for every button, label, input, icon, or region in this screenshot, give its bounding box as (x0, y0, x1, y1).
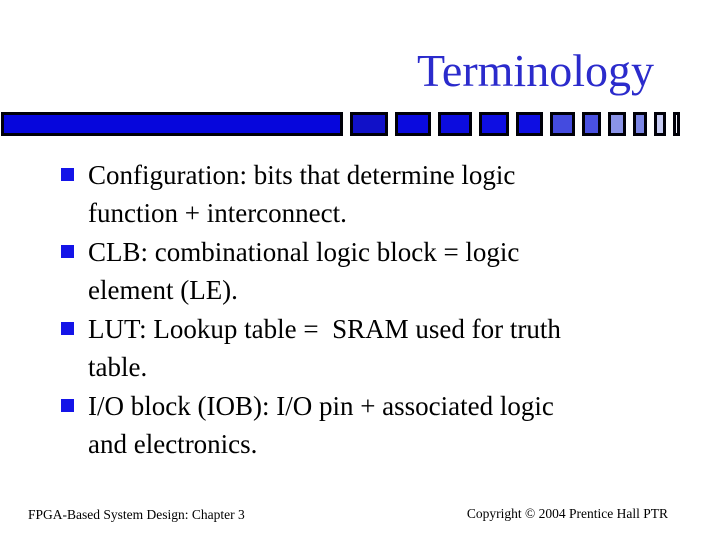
bar-segment (438, 112, 472, 136)
footer-left: FPGA-Based System Design: Chapter 3 (28, 507, 245, 522)
bar-segment (516, 112, 543, 136)
bar-segment (633, 112, 647, 136)
square-bullet-icon (61, 245, 74, 258)
decorative-bar (1, 112, 680, 136)
bar-segment (1, 112, 343, 136)
bar-segment (550, 112, 575, 136)
bullet-text-line: LUT: Lookup table = SRAM used for truth (88, 314, 561, 344)
bullet-item: I/O block (IOB): I/O pin + associated lo… (0, 387, 700, 463)
bullet-item: CLB: combinational logic block = logic el… (0, 233, 700, 309)
slide-title: Terminology (417, 45, 654, 96)
bullet-text-line: and electronics. (88, 429, 258, 459)
footer-right: Copyright © 2004 Prentice Hall PTR (466, 506, 668, 521)
bar-segment (395, 112, 431, 136)
bullet-text-line: CLB: combinational logic block = logic (88, 237, 520, 267)
bullet-text-line: I/O block (IOB): I/O pin + associated lo… (88, 391, 554, 421)
square-bullet-icon (61, 322, 74, 335)
bullet-item: LUT: Lookup table = SRAM used for truth t… (0, 310, 700, 386)
bullet-item: Configuration: bits that determine logic… (0, 156, 700, 232)
square-bullet-icon (61, 399, 74, 412)
bar-segment (654, 112, 666, 136)
bullet-text-line: Configuration: bits that determine logic (88, 160, 516, 190)
bullet-list: Configuration: bits that determine logic… (0, 156, 700, 464)
bar-segment (608, 112, 626, 136)
bullet-text-line: table. (88, 352, 148, 382)
bar-segment (479, 112, 509, 136)
bullet-text-line: element (LE). (88, 275, 238, 305)
square-bullet-icon (61, 168, 74, 181)
bullet-text-line: function + interconnect. (88, 198, 347, 228)
bar-segment (350, 112, 388, 136)
bar-segment (673, 112, 680, 136)
bar-segment (582, 112, 601, 136)
